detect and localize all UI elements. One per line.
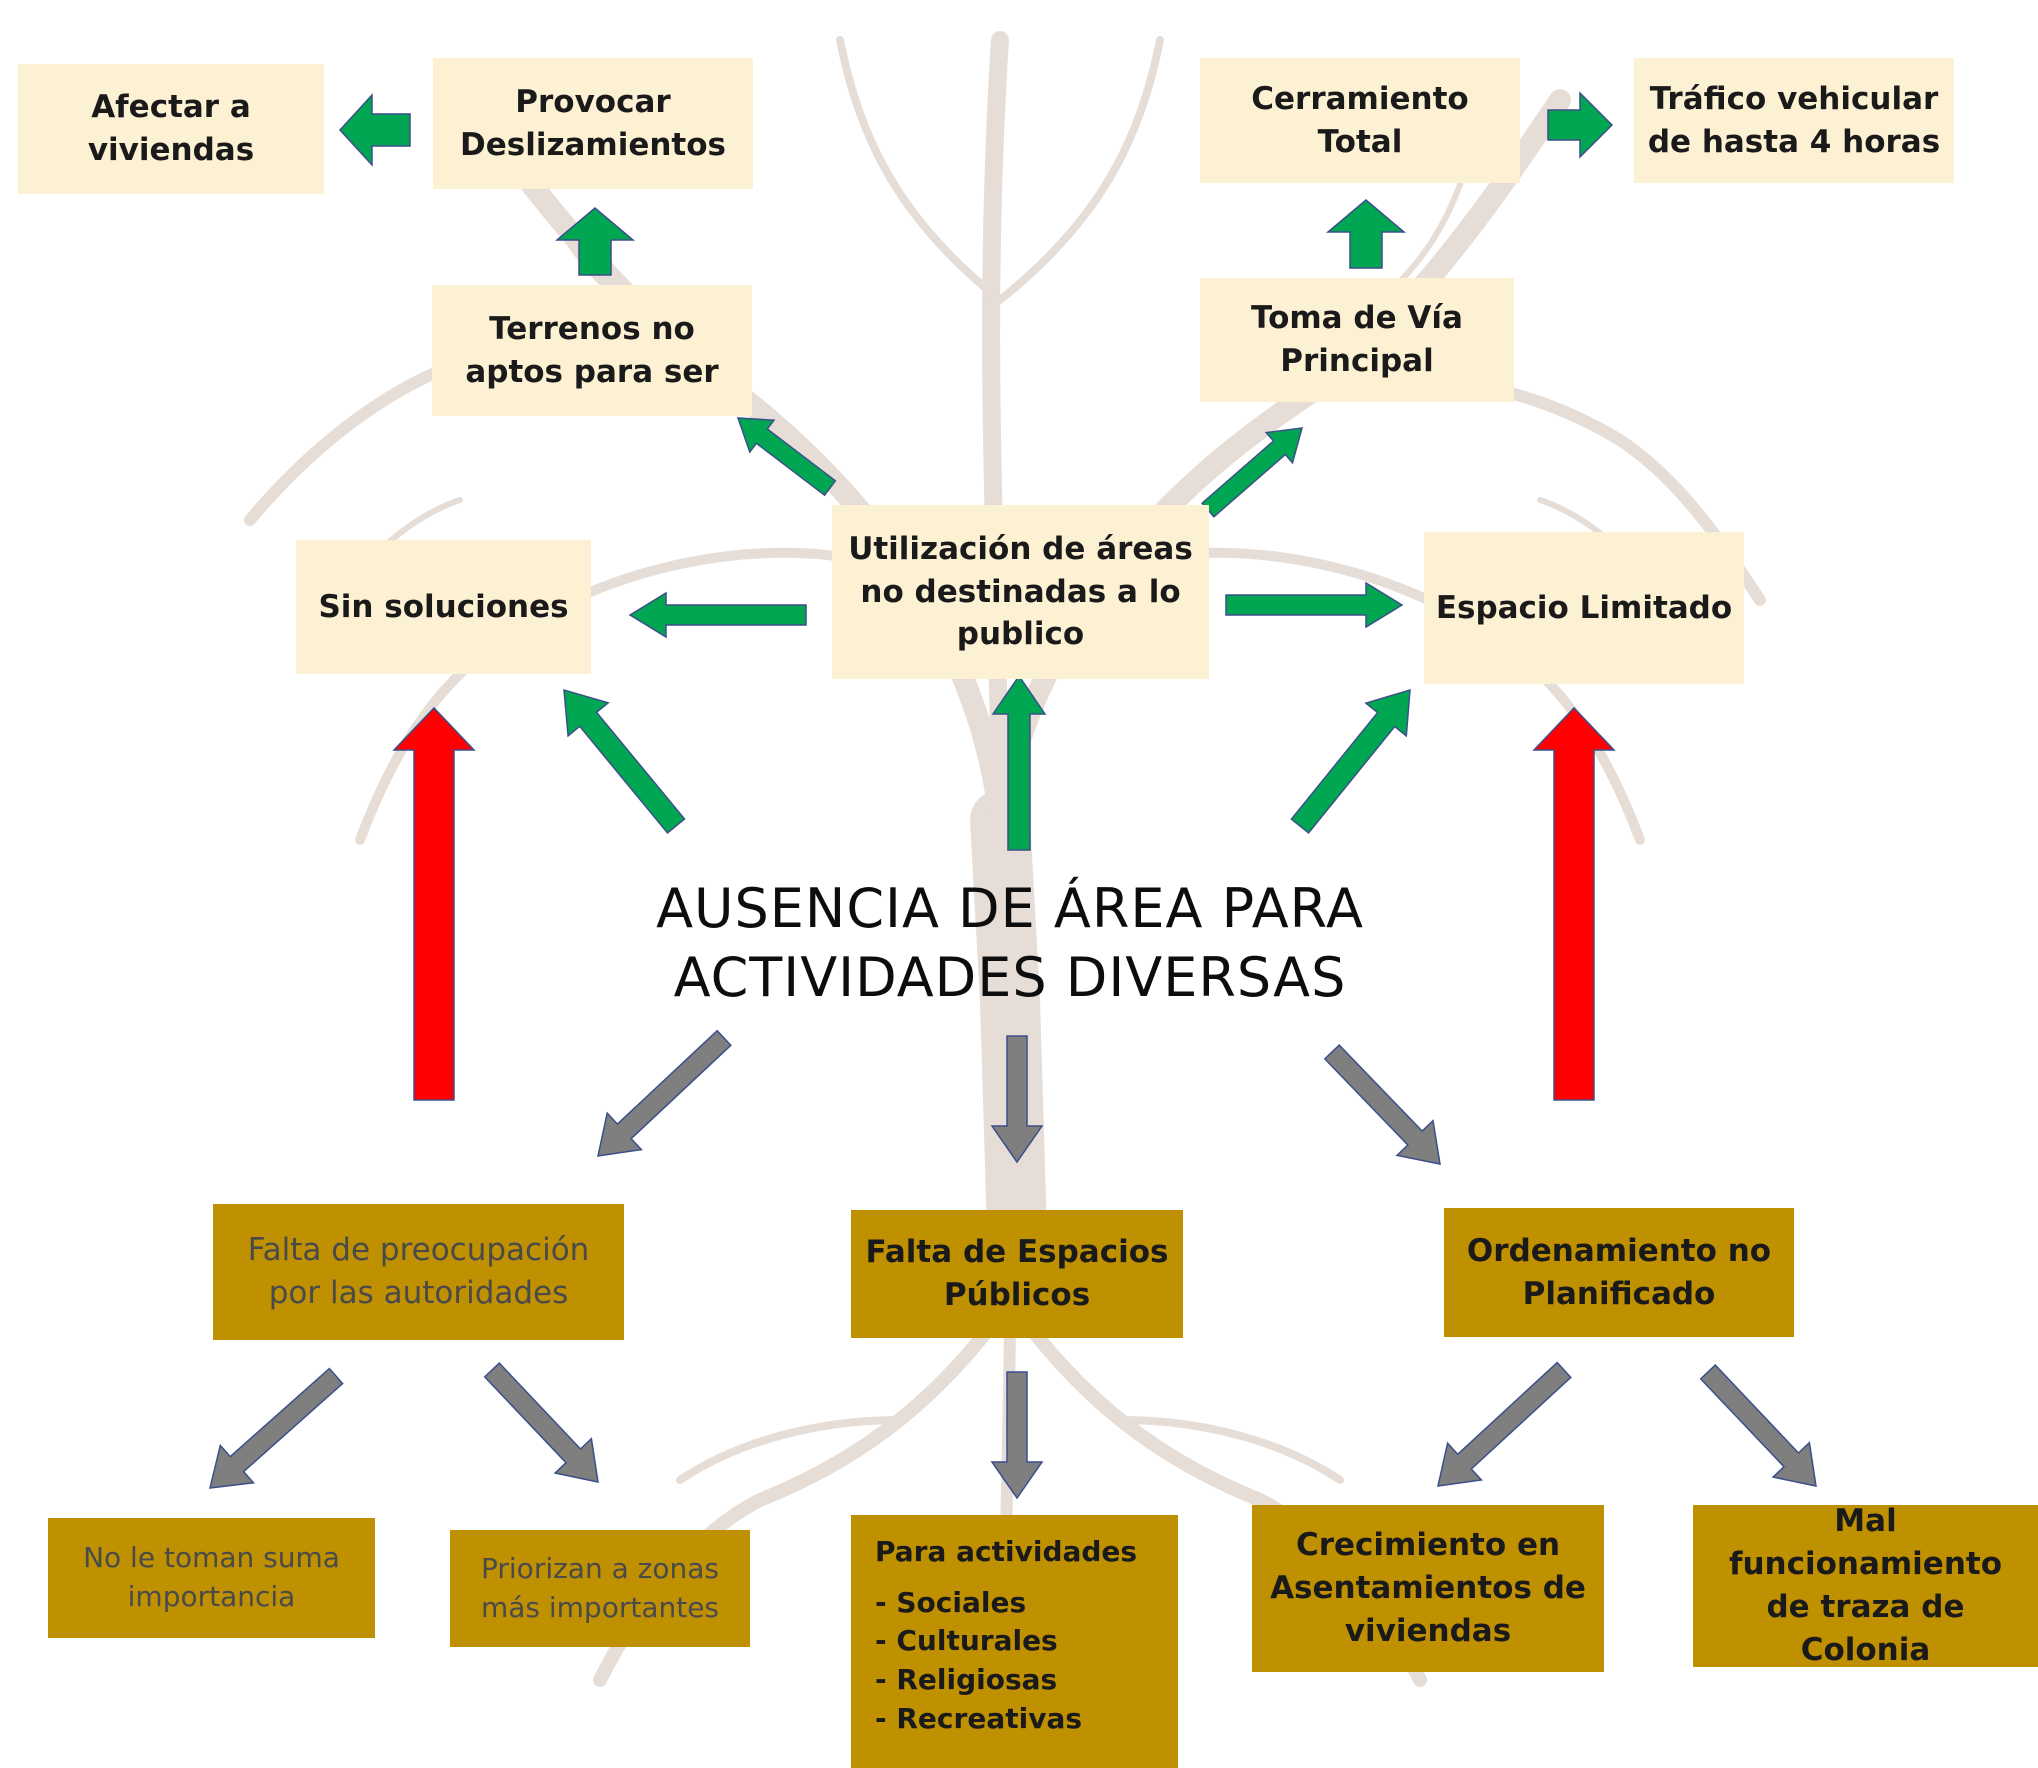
- cause-box-ordenamiento-no-planificado: Ordenamiento no Planificado: [1444, 1208, 1794, 1337]
- arrow-to-crecimiento: [1437, 1361, 1572, 1487]
- central-problem-title: AUSENCIA DE ÁREA PARA ACTIVIDADES DIVERS…: [540, 874, 1480, 1012]
- arrow-root-to-sin-soluciones: [563, 688, 686, 835]
- activity-item: - Sociales: [875, 1585, 1027, 1619]
- cause-box-crecimiento-asentamientos: Crecimiento en Asentamientos de vivienda…: [1252, 1505, 1604, 1672]
- activity-item: - Recreativas: [875, 1701, 1083, 1735]
- arrow-to-falta-espacios: [990, 1035, 1044, 1164]
- effect-label: Provocar Deslizamientos: [459, 83, 726, 163]
- effect-box-provocar-deslizamientos: Provocar Deslizamientos: [433, 58, 753, 189]
- activity-item: - Culturales: [875, 1624, 1058, 1658]
- activities-heading: Para actividades: [875, 1535, 1138, 1568]
- effect-box-utilizacion-areas: Utilización de áreas no destinadas a lo …: [832, 505, 1209, 679]
- arrow-to-para-actividades: [990, 1371, 1044, 1500]
- effect-label: Toma de Vía Principal: [1251, 300, 1463, 379]
- effect-label: Terrenos no aptos para ser: [465, 310, 719, 390]
- cause-box-mal-funcionamiento-traza: Mal funcionamiento de traza de Colonia: [1693, 1503, 2038, 1668]
- cause-box-priorizan-zonas: Priorizan a zonas más importantes: [450, 1530, 750, 1647]
- cause-box-falta-espacios-publicos: Falta de Espacios Públicos: [851, 1210, 1183, 1338]
- effect-label: Tráfico vehicular de hasta 4 horas: [1647, 80, 1941, 160]
- effect-label: Cerramiento Total: [1251, 80, 1469, 160]
- activity-item: - Religiosas: [875, 1662, 1058, 1696]
- arrow-root-to-espacio-limitado: [1290, 688, 1411, 834]
- effect-label: Sin soluciones: [318, 588, 569, 625]
- cause-box-falta-preocupacion: Falta de preocupación por las autoridade…: [213, 1204, 624, 1340]
- cause-label: No le toman suma importancia: [83, 1541, 340, 1613]
- arrow-to-mal-funcionamiento: [1699, 1364, 1817, 1487]
- effect-box-espacio-limitado: Espacio Limitado: [1424, 532, 1744, 684]
- effect-label: Afectar a viviendas: [87, 89, 255, 168]
- arrow-root-to-utilizacion: [991, 674, 1047, 851]
- cause-label: Ordenamiento no Planificado: [1466, 1232, 1772, 1312]
- arrow-to-falta-preocupacion: [597, 1029, 732, 1157]
- cause-label: Falta de Espacios Públicos: [865, 1234, 1169, 1313]
- arrow-to-trafico: [1547, 91, 1614, 159]
- central-problem-line-1: AUSENCIA DE ÁREA PARA: [656, 877, 1364, 940]
- cause-box-no-le-toman-importancia: No le toman suma importancia: [48, 1518, 375, 1638]
- activities-list: - Sociales - Culturales - Religiosas - R…: [875, 1584, 1082, 1739]
- effect-label: Utilización de áreas no destinadas a lo …: [848, 530, 1193, 653]
- cause-box-para-actividades: Para actividades - Sociales - Culturales…: [851, 1515, 1178, 1768]
- effect-label: Espacio Limitado: [1435, 589, 1733, 626]
- cause-label: Mal funcionamiento de traza de Colonia: [1728, 1503, 2003, 1668]
- arrow-to-espacio-limitado: [1225, 581, 1404, 629]
- central-problem-line-2: ACTIVIDADES DIVERSAS: [673, 946, 1347, 1010]
- effect-box-afectar-viviendas: Afectar a viviendas: [18, 64, 324, 194]
- arrow-red-left: [392, 706, 476, 1101]
- arrow-to-toma-via: [1201, 427, 1304, 518]
- arrow-to-cerramiento: [1325, 199, 1407, 269]
- arrow-to-priorizan: [483, 1362, 599, 1483]
- cause-label: Crecimiento en Asentamientos de vivienda…: [1270, 1527, 1586, 1649]
- arrow-to-no-le-toman: [209, 1367, 344, 1489]
- effect-box-sin-soluciones: Sin soluciones: [296, 540, 591, 674]
- effect-box-trafico-vehicular: Tráfico vehicular de hasta 4 horas: [1634, 58, 1954, 183]
- effect-box-toma-de-via: Toma de Vía Principal: [1200, 278, 1514, 402]
- arrow-to-deslizamientos: [554, 207, 636, 276]
- arrow-to-sin-soluciones: [628, 591, 807, 639]
- cause-label: Priorizan a zonas más importantes: [480, 1551, 720, 1624]
- effect-box-cerramiento-total: Cerramiento Total: [1200, 58, 1520, 183]
- arrow-red-right: [1532, 706, 1616, 1101]
- cause-label: Falta de preocupación por las autoridade…: [247, 1232, 590, 1311]
- arrow-to-afectar: [338, 93, 411, 167]
- arrow-to-ordenamiento: [1323, 1044, 1441, 1165]
- arrow-to-terrenos: [736, 417, 837, 497]
- effect-box-terrenos-no-aptos: Terrenos no aptos para ser: [432, 285, 752, 416]
